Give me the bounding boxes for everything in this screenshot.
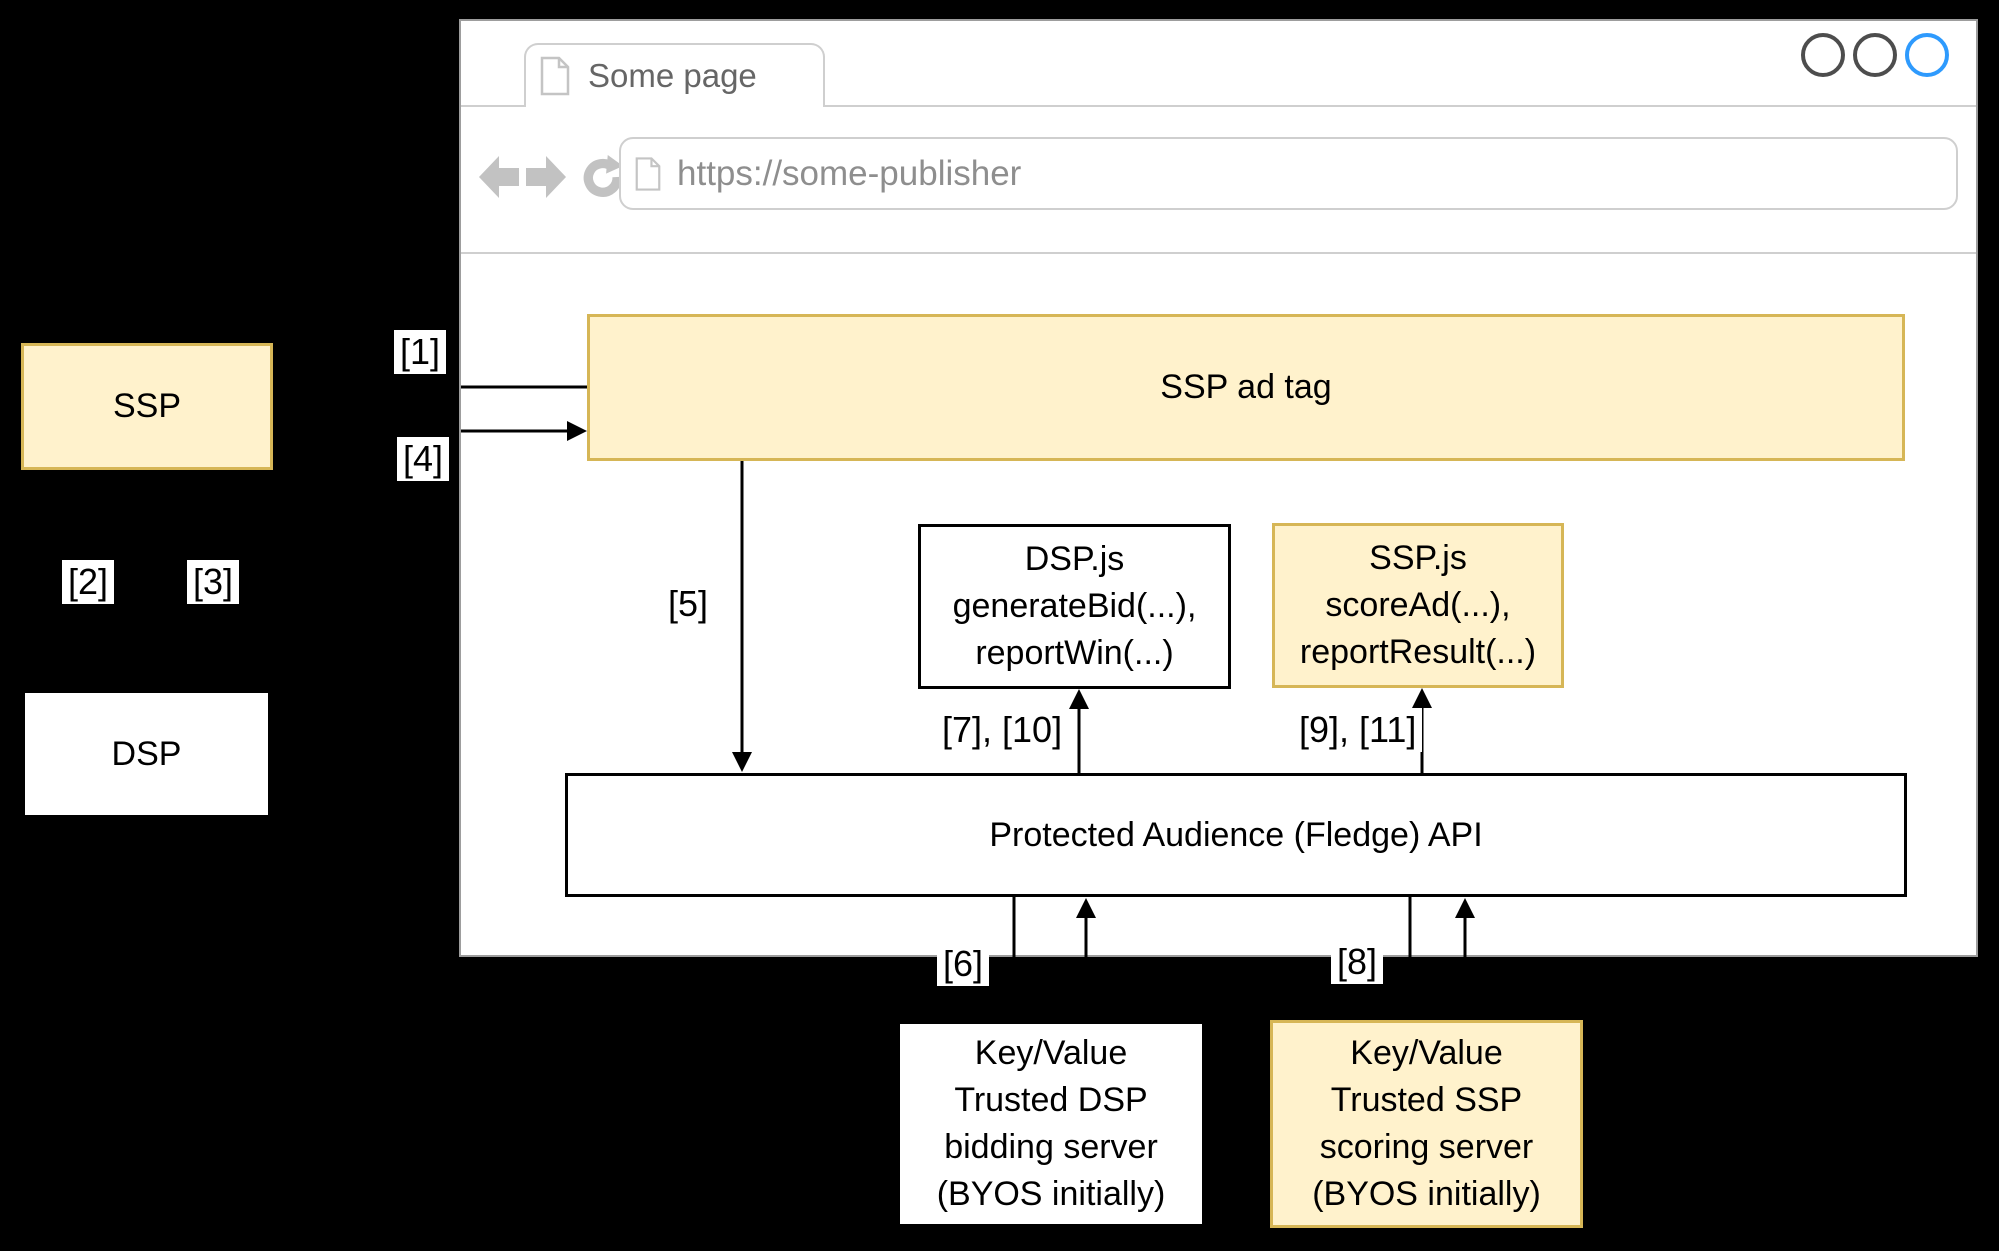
window-control-circle-active[interactable] (1905, 33, 1949, 77)
tab-title: Some page (588, 57, 757, 94)
kv-dsp-bidding-server-box: Key/Value Trusted DSP bidding server (BY… (897, 1021, 1205, 1227)
window-control-circle-1[interactable] (1801, 33, 1845, 77)
kv-ssp-line: scoring server (1319, 1128, 1534, 1166)
ref-label-5: [5] (662, 582, 715, 626)
ref-label-4: [4] (397, 437, 450, 481)
toolbar-divider (461, 252, 1976, 254)
ref-label-7-10: [7], [10] (936, 708, 1069, 752)
ssp-ad-tag-box: SSP ad tag (587, 314, 1905, 461)
browser-window: Some page https://so (459, 19, 1978, 986)
kv-ssp-line: Key/Value (1350, 1034, 1503, 1072)
url-text: https://some-publisher (677, 153, 1022, 193)
ref-label-8: [8] (1331, 940, 1384, 984)
url-bar[interactable]: https://some-publisher (619, 137, 1958, 210)
arrow-6-head (1076, 898, 1096, 918)
dsp-js-line: DSP.js (1024, 540, 1125, 578)
ref-label-1: [1] (394, 330, 447, 374)
ref-label-3: [3] (187, 560, 240, 604)
forward-arrow-icon[interactable] (526, 152, 566, 202)
tab-bar-divider (461, 105, 1976, 107)
back-arrow-icon[interactable] (479, 152, 519, 202)
ssp-box-label: SSP (112, 387, 182, 425)
dsp-js-line: reportWin(...) (975, 634, 1174, 672)
kv-ssp-scoring-server-box: Key/Value Trusted SSP scoring server (BY… (1270, 1020, 1583, 1228)
ssp-js-line: SSP.js (1369, 539, 1467, 577)
kv-dsp-line: (BYOS initially) (936, 1175, 1166, 1213)
window-controls (1801, 33, 1949, 77)
arrow-9-11-head (1412, 688, 1432, 708)
kv-ssp-line: (BYOS initially) (1312, 1175, 1541, 1213)
ref-label-9-11: [9], [11] (1293, 708, 1423, 752)
nav-buttons (479, 149, 623, 205)
page-icon (635, 156, 661, 191)
kv-dsp-line: bidding server (944, 1128, 1158, 1166)
ssp-ad-tag-label: SSP ad tag (1160, 368, 1332, 406)
kv-ssp-line: Trusted SSP (1330, 1081, 1523, 1119)
ssp-js-line: scoreAd(...), (1325, 586, 1511, 624)
dsp-js-line: generateBid(...), (952, 587, 1197, 625)
page-icon (540, 56, 570, 96)
arrow-7-10-head (1069, 689, 1089, 709)
browser-tab[interactable]: Some page (524, 43, 825, 107)
arrow-5-head (732, 752, 752, 772)
dsp-box: DSP (22, 690, 271, 818)
window-control-circle-2[interactable] (1853, 33, 1897, 77)
dsp-js-box: DSP.js generateBid(...), reportWin(...) (918, 524, 1231, 689)
arrow-4-head (567, 421, 587, 441)
arrow-8-head (1455, 898, 1475, 918)
kv-dsp-line: Trusted DSP (954, 1081, 1148, 1119)
protected-audience-api-box: Protected Audience (Fledge) API (565, 773, 1907, 897)
ssp-js-line: reportResult(...) (1299, 633, 1537, 671)
ssp-js-box: SSP.js scoreAd(...), reportResult(...) (1272, 523, 1564, 688)
dsp-box-label: DSP (111, 734, 182, 773)
ref-label-2: [2] (62, 560, 115, 604)
kv-dsp-line: Key/Value (974, 1034, 1128, 1072)
ref-label-6: [6] (937, 942, 990, 986)
reload-icon[interactable] (579, 149, 623, 205)
ssp-box: SSP (21, 343, 273, 470)
protected-audience-api-label: Protected Audience (Fledge) API (989, 815, 1483, 854)
